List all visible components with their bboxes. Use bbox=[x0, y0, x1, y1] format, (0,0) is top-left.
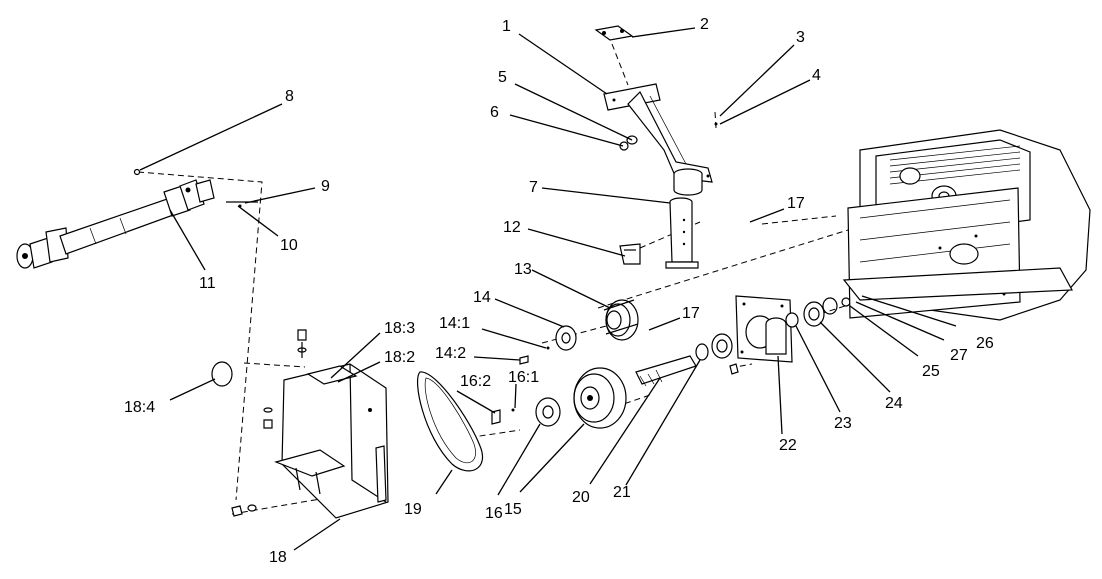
callout-14: 14 bbox=[473, 289, 491, 306]
callout-25: 25 bbox=[922, 363, 940, 380]
callout-17-top: 17 bbox=[787, 195, 805, 212]
callout-16-2: 16:2 bbox=[460, 373, 491, 390]
callout-12: 12 bbox=[503, 219, 521, 236]
callout-16-1: 16:1 bbox=[508, 369, 539, 386]
callout-21: 21 bbox=[613, 484, 631, 501]
callout-13: 13 bbox=[514, 261, 532, 278]
bearing-assembly bbox=[635, 291, 867, 387]
assembly-lines bbox=[137, 43, 881, 515]
callout-20: 20 bbox=[572, 489, 590, 506]
stand-tube bbox=[619, 197, 699, 269]
callout-5: 5 bbox=[498, 69, 507, 86]
callout-6: 6 bbox=[490, 104, 499, 121]
callout-4: 4 bbox=[812, 67, 821, 84]
drive-shaft bbox=[16, 168, 258, 269]
v-belt bbox=[416, 371, 483, 472]
callout-7: 7 bbox=[529, 179, 538, 196]
callout-23: 23 bbox=[834, 415, 852, 432]
callout-3: 3 bbox=[796, 29, 805, 46]
callout-17-mid: 17 bbox=[682, 305, 700, 322]
callout-10: 10 bbox=[280, 237, 298, 254]
support-bracket bbox=[594, 25, 718, 196]
callout-14-2: 14:2 bbox=[435, 345, 466, 362]
callout-9: 9 bbox=[321, 178, 330, 195]
machine-housing bbox=[842, 129, 1091, 321]
callout-2: 2 bbox=[700, 16, 709, 33]
pulleys bbox=[491, 299, 639, 429]
callout-14-1: 14:1 bbox=[439, 315, 470, 332]
callout-27: 27 bbox=[950, 347, 968, 364]
callout-11: 11 bbox=[199, 275, 216, 292]
belt-guard bbox=[211, 329, 389, 519]
callout-19: 19 bbox=[404, 501, 422, 518]
callout-18-3: 18:3 bbox=[384, 320, 415, 337]
callout-8: 8 bbox=[285, 88, 294, 105]
callout-18-2: 18:2 bbox=[384, 349, 415, 366]
callout-16: 16 bbox=[485, 505, 503, 522]
callout-24: 24 bbox=[885, 395, 903, 412]
callout-26: 26 bbox=[976, 335, 994, 352]
callout-15: 15 bbox=[504, 501, 522, 518]
callout-labels: 1 2 3 4 5 6 7 8 9 10 11 12 13 14 14:1 14… bbox=[124, 16, 994, 566]
callout-22: 22 bbox=[779, 437, 797, 454]
callout-18: 18 bbox=[269, 549, 287, 566]
leader-lines bbox=[139, 27, 957, 551]
callout-1: 1 bbox=[502, 18, 511, 35]
callout-18-4: 18:4 bbox=[124, 399, 155, 416]
